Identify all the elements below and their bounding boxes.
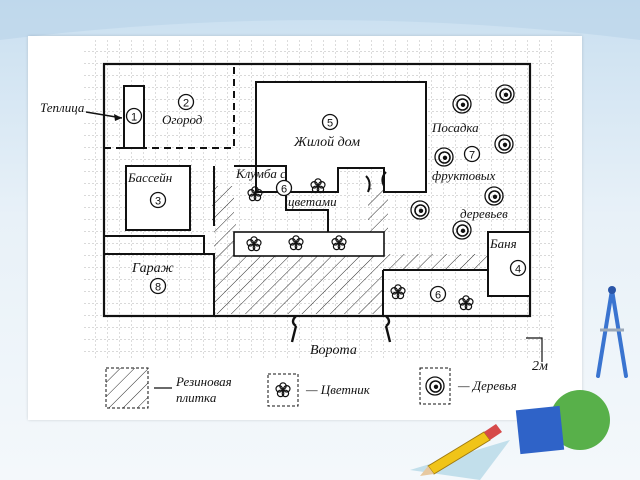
legend-tiles-label-2: плитка [176, 390, 217, 405]
orchard-label-2: фруктовых [432, 168, 496, 183]
flower-strip [233, 231, 385, 257]
lower-flowerbed-number: 6 [435, 290, 441, 302]
house-number: 5 [327, 118, 333, 130]
legend-flowers-label: — Цветник [305, 382, 371, 397]
legend-tiles-label-1: Резиновая [175, 374, 232, 389]
garage-label: Гараж [131, 261, 174, 276]
pool-label: Бассейн [127, 170, 172, 185]
flowerbed-outline [234, 165, 329, 232]
blue-cube-icon [515, 405, 565, 455]
scale-bracket [526, 337, 543, 362]
greenhouse-number: 1 [131, 112, 137, 124]
sauna-label: Баня [489, 236, 517, 251]
orchard-label-1: Посадка [431, 120, 479, 135]
flowerbed-number: 6 [281, 184, 287, 196]
garden-boundary [104, 64, 235, 149]
flowerbed-label-1: Клумба с [235, 166, 286, 181]
lower-flowerbed-outline [382, 269, 488, 316]
garage-number: 8 [155, 282, 161, 294]
pencil-icon [420, 424, 502, 476]
pool-divider [104, 235, 205, 254]
legend-tiles-swatch [105, 367, 149, 409]
site-plan-diagram: 1 2 3 4 5 6 6 7 8 Теплица Огород Жилой д… [40, 40, 554, 409]
flowerbed-label-2: цветами [288, 194, 337, 209]
legend: Резиновая плитка — Цветник — Деревья [105, 367, 517, 409]
number-circles: 1 2 3 4 5 6 6 7 8 [125, 93, 527, 303]
garden-number: 2 [183, 98, 189, 110]
garage-outline [104, 253, 215, 316]
house-label: Жилой дом [293, 135, 360, 150]
diagram-card: 1 2 3 4 5 6 6 7 8 Теплица Огород Жилой д… [28, 36, 582, 420]
compass-icon [596, 286, 628, 378]
garden-label: Огород [162, 112, 203, 127]
greenhouse-label: Теплица [40, 100, 85, 115]
orchard-number: 7 [469, 150, 475, 162]
gate-leaves [290, 325, 392, 343]
legend-trees-label: — Деревья [457, 378, 517, 393]
plot-boundary [102, 62, 532, 318]
rubber-tile-strip [212, 186, 234, 224]
sauna-number: 4 [515, 264, 521, 276]
drawing-tools-decoration [410, 286, 628, 480]
scale-label: 2м [532, 359, 548, 374]
pool-number: 3 [155, 196, 161, 208]
green-sphere-icon [550, 390, 610, 450]
gate-label: Ворота [310, 343, 357, 358]
orchard-label-3: деревьев [460, 206, 508, 221]
